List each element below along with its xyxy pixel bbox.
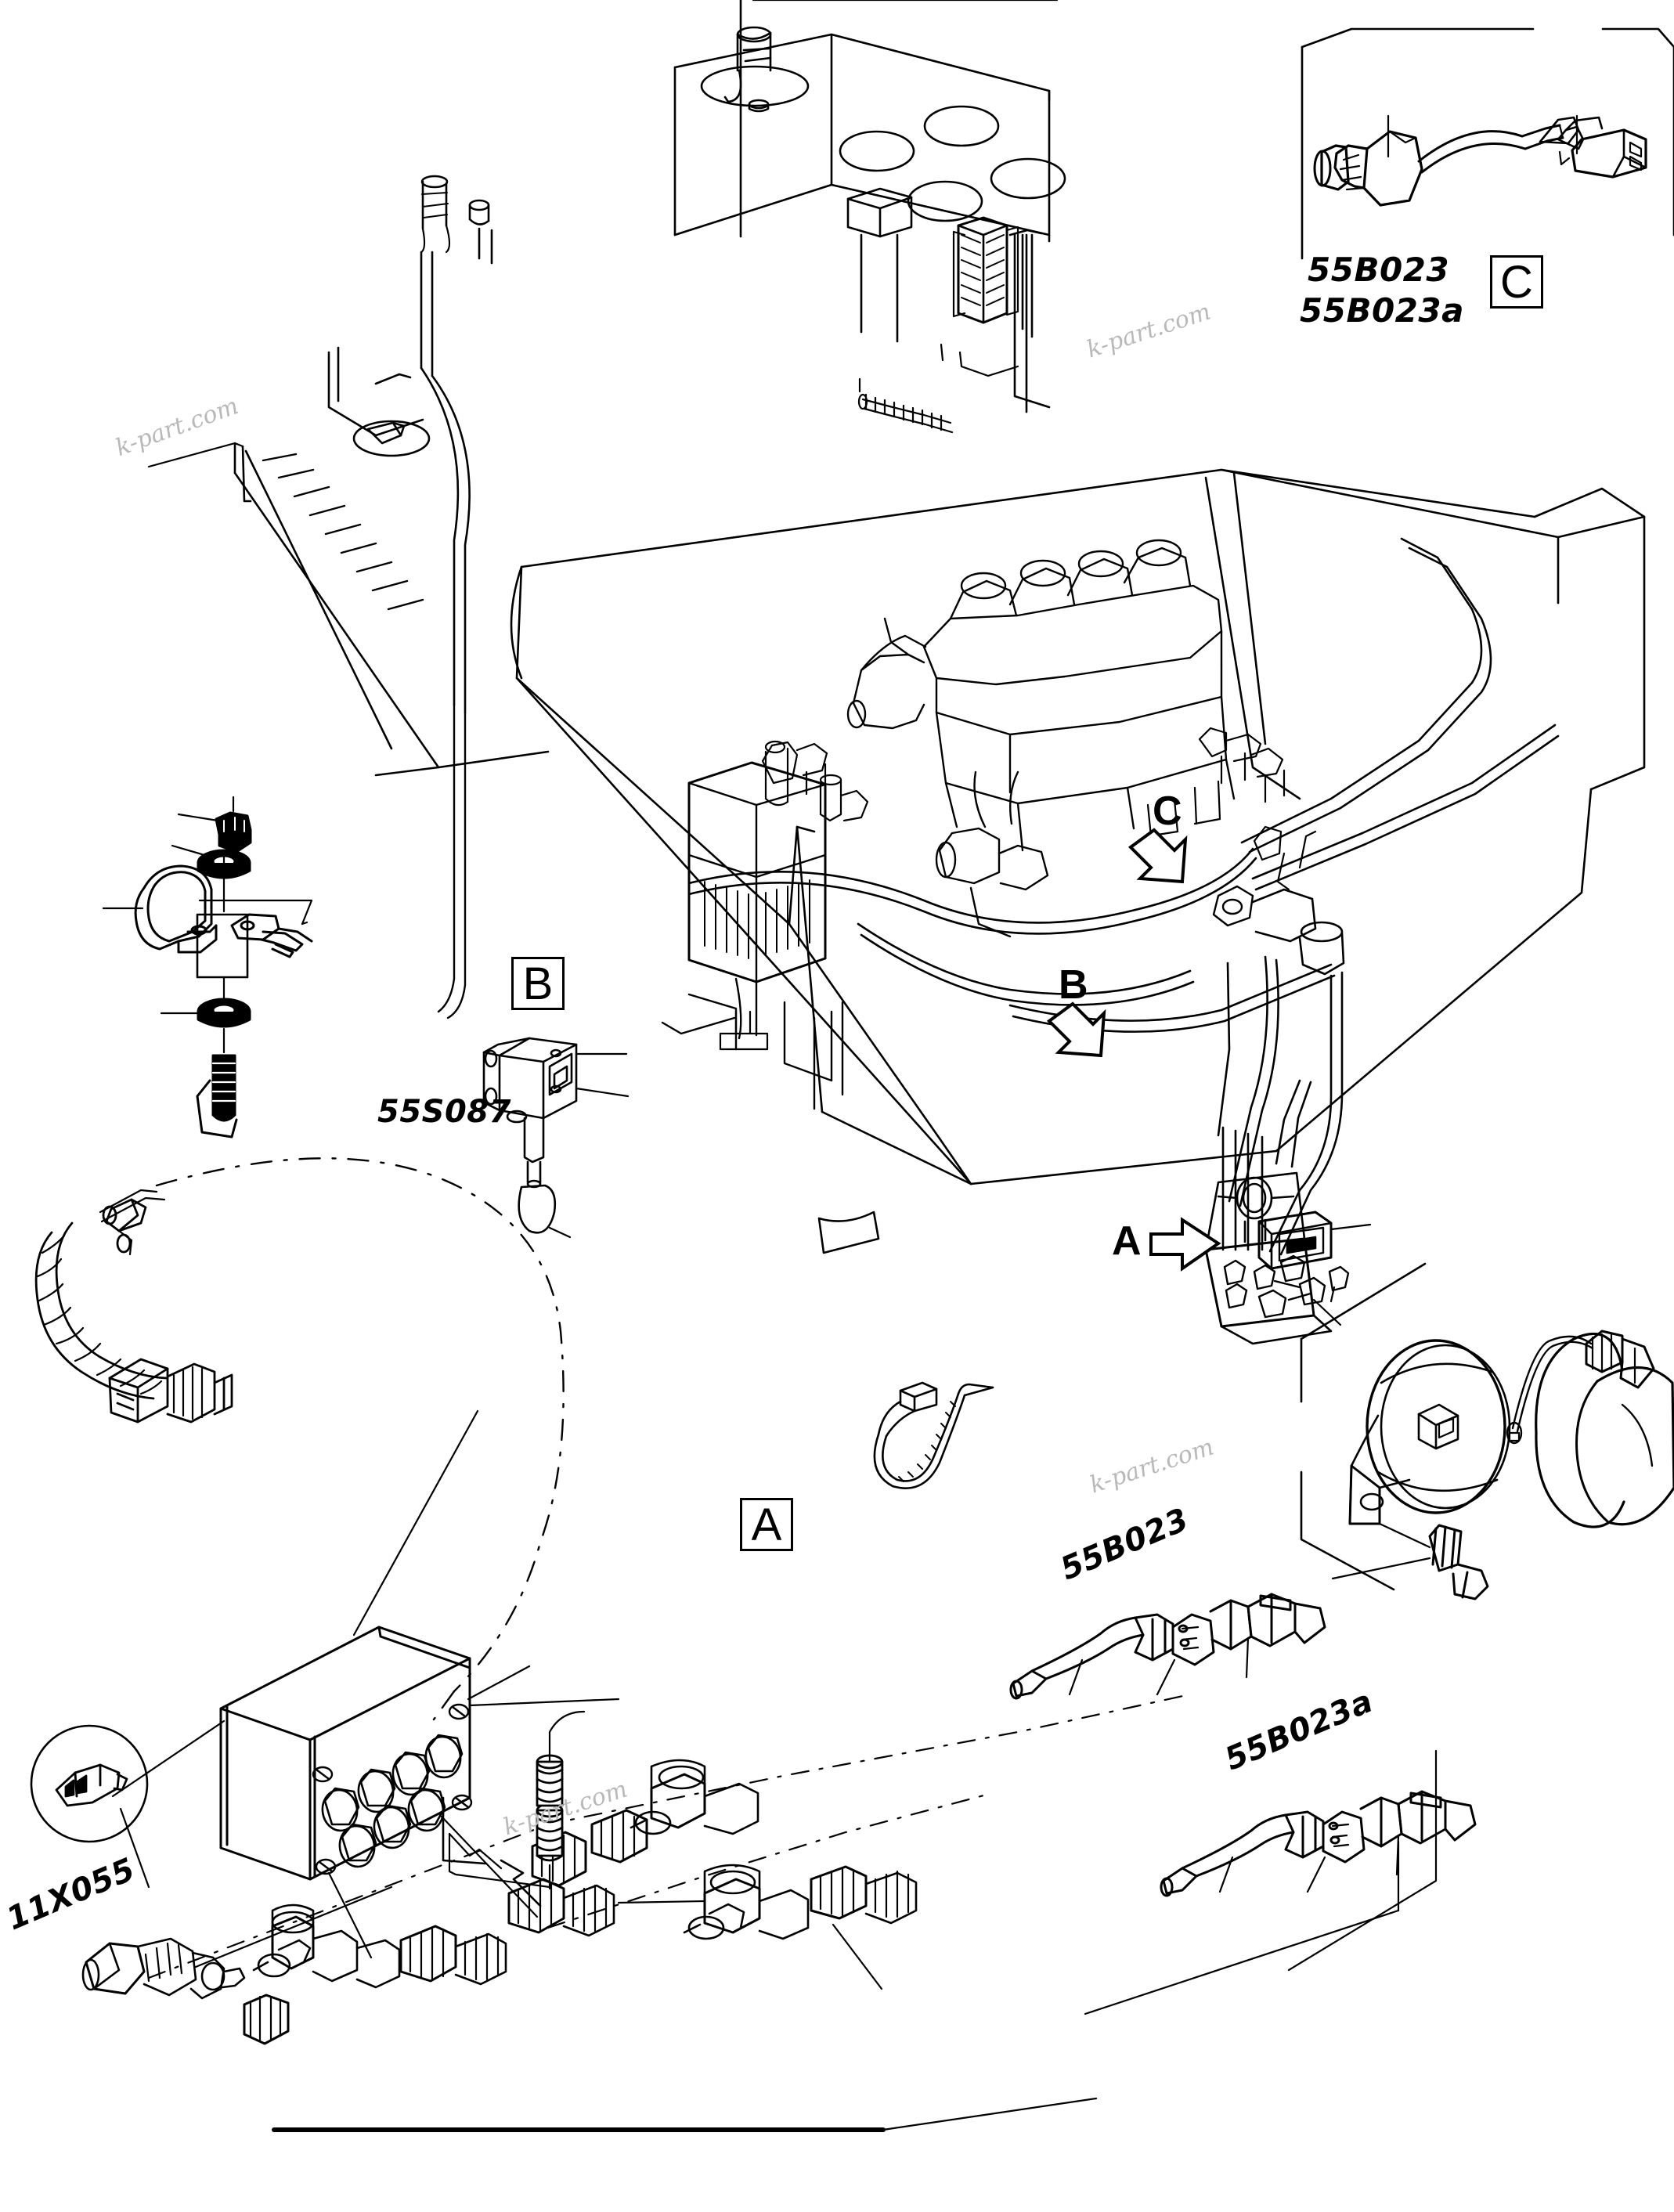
arrow-a xyxy=(1149,1217,1221,1272)
connector-55b023a xyxy=(1160,1749,1477,1972)
machine-deck xyxy=(147,442,1646,1185)
wiring-harness xyxy=(687,537,1560,1256)
section-box-c: C xyxy=(1490,255,1543,309)
sender-55b023-top xyxy=(1313,114,1647,207)
left-vertical-rods xyxy=(437,703,844,1110)
cab-structure xyxy=(673,0,1066,434)
dipstick-and-rods xyxy=(327,175,493,714)
corrugated-hose-assembly xyxy=(34,1157,565,1721)
callout-letter-b: B xyxy=(1059,962,1088,1008)
section-box-b: B xyxy=(511,957,565,1010)
arrow-b xyxy=(1046,1001,1106,1058)
work-lamp-assembly xyxy=(1300,1262,1674,1600)
section-marker-middle xyxy=(817,1211,880,1254)
part-label-55b023a-top: 55B023a xyxy=(1300,291,1464,330)
section-marker-left xyxy=(442,1796,542,1907)
clamp-exploded-assembly xyxy=(102,796,313,1138)
hose-fitting-chain xyxy=(81,1693,1400,2132)
detail-frame-c xyxy=(1301,27,1674,260)
arrow-c xyxy=(1127,828,1188,884)
callout-letter-c: C xyxy=(1153,788,1182,834)
engine-assembly xyxy=(687,539,1286,1051)
part-label-55s087: 55S087 xyxy=(377,1094,511,1130)
junction-box xyxy=(30,1409,620,1959)
callout-letter-a: A xyxy=(1112,1218,1142,1264)
electrical-panel xyxy=(1204,1079,1372,1345)
cable-tie xyxy=(873,1381,994,1489)
switch-55s087 xyxy=(482,1037,630,1239)
section-box-a: A xyxy=(740,1498,793,1551)
part-label-55b023-top: 55B023 xyxy=(1308,251,1450,289)
connector-55b023 xyxy=(1009,1593,1326,1700)
